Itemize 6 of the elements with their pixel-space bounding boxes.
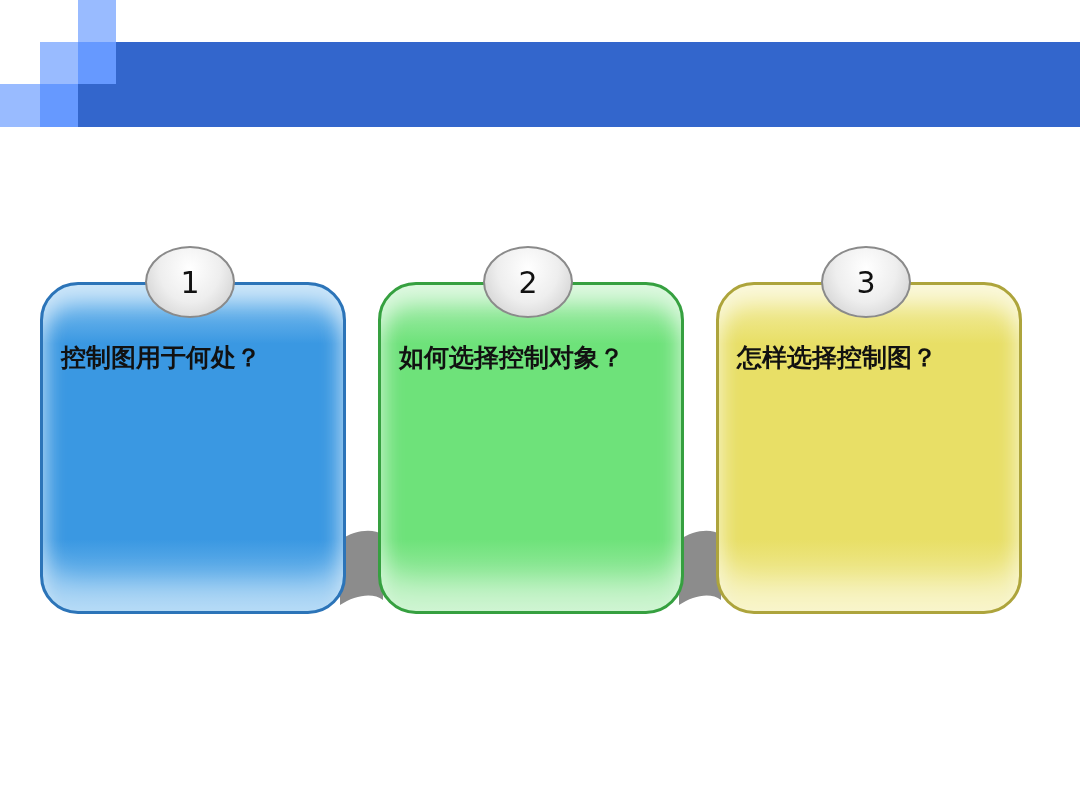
number-label: 2: [518, 264, 538, 300]
question-text: 如何选择控制对象？: [399, 343, 625, 373]
question-text: 怎样选择控制图？: [737, 343, 938, 373]
number-label: 3: [856, 264, 876, 300]
question-text: 控制图用于何处？: [61, 343, 262, 373]
number-label: 1: [180, 264, 200, 300]
